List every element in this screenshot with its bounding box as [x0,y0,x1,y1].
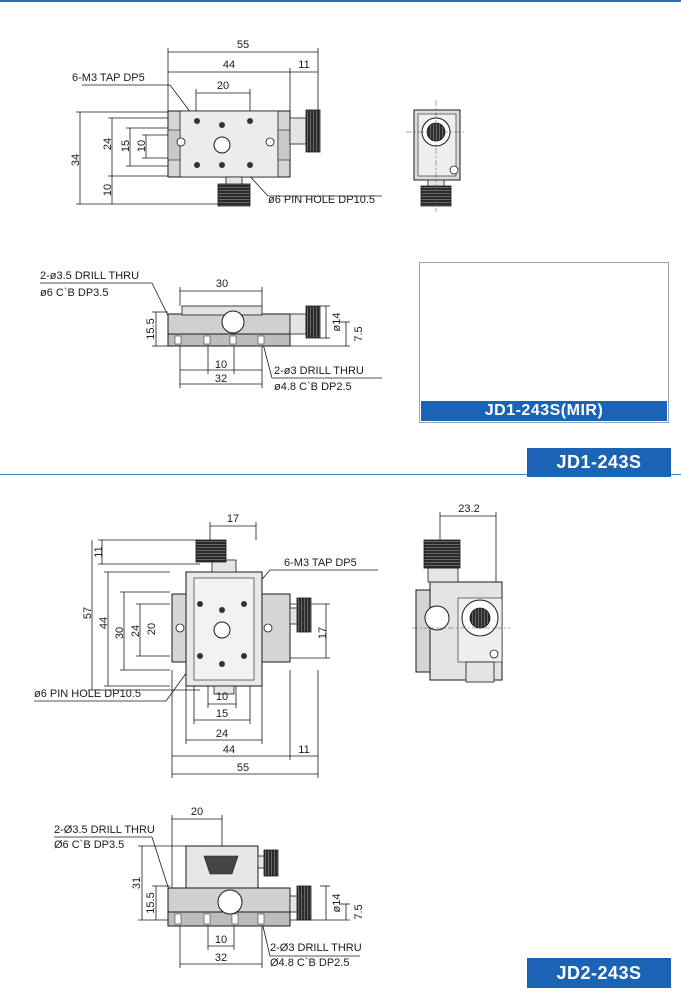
dim-24h: 24 [216,728,228,740]
dim-44v: 44 [98,617,110,629]
jd1-front-labels: 30 2-ø3.5 DRILL THRU ø6 C`B DP3.5 15.5 ø… [40,270,365,393]
jd1-model-label: JD1-243S [556,452,642,472]
dim-30: 30 [216,278,228,290]
dim-20: 20 [146,623,158,635]
dim-44: 44 [223,59,235,71]
dim-15-5: 15.5 [145,892,157,913]
jd1-top-labels: 55 44 11 20 6-M3 TAP DP5 ø6 PIN HOLE DP1… [70,39,375,206]
drill-note-3: 2-Ø3 DRILL THRU [270,942,362,954]
dim-34: 34 [70,154,82,166]
tap-note: 6-M3 TAP DP5 [284,557,357,569]
dim-7-5: 7.5 [353,326,365,341]
drill-note-2: ø6 C`B DP3.5 [40,287,108,299]
mir-model-label: JD1-243S(MIR) [484,402,604,419]
drill-note-1: 2-ø3.5 DRILL THRU [40,270,139,282]
jd1-model-badge: JD1-243S [527,448,671,477]
dim-23-2: 23.2 [458,503,479,515]
dim-11h: 11 [298,744,309,756]
jd1-side-view [406,100,466,212]
dim-7-5: 7.5 [353,904,365,919]
dim-10b: 10 [102,184,114,196]
dim-14: ø14 [331,894,343,913]
dim-32: 32 [215,373,227,385]
jd2-model-badge: JD2-243S [527,958,671,988]
dim-30: 30 [114,627,126,639]
jd2-front-body [167,845,312,927]
dim-55: 55 [237,39,249,51]
dim-55: 55 [237,762,249,774]
dim-44h: 44 [223,744,235,756]
jd2-side-view: 23.2 [412,503,510,683]
dim-10: 10 [215,934,227,946]
pin-note: ø6 PIN HOLE DP10.5 [34,688,141,700]
dim-10a: 10 [136,140,148,152]
drill-note-4: ø4.8 C`B DP2.5 [274,381,352,393]
drill-note-3: 2-ø3 DRILL THRU [274,365,364,377]
jd2-front-labels: 20 2-Ø3.5 DRILL THRU Ø6 C`B DP3.5 31 15.… [54,806,365,969]
tap-note: 6-M3 TAP DP5 [72,72,145,84]
jd2-top-labels: 17 11 57 44 30 24 20 17 6-M3 TAP DP5 ø6 … [34,513,357,774]
dim-10: 10 [215,359,227,371]
dim-24: 24 [102,138,114,150]
jd2-top-body [171,539,312,695]
top-rule [0,0,681,2]
drill-note-4: Ø4.8 C`B DP2.5 [270,957,349,969]
jd1-front-body [167,305,321,347]
dim-31: 31 [131,877,143,889]
dim-17-right: 17 [317,627,329,639]
dim-11: 11 [93,546,105,557]
dim-24: 24 [130,625,142,637]
drill-note-1: 2-Ø3.5 DRILL THRU [54,824,155,836]
jd2-front-view [54,815,360,968]
pin-note: ø6 PIN HOLE DP10.5 [268,194,375,206]
dim-14: ø14 [331,313,343,332]
jd1-top-body [167,109,321,207]
section-divider [0,474,681,475]
drill-note-2: Ø6 C`B DP3.5 [54,839,124,851]
dim-15-5: 15.5 [145,318,157,339]
mir-variant-panel [419,262,669,423]
dim-57: 57 [82,607,94,619]
jd2-model-label: JD2-243S [556,962,642,983]
mir-model-badge: JD1-243S(MIR) [421,401,667,421]
dim-10: 10 [216,691,228,703]
dim-20: 20 [191,806,203,818]
dim-15: 15 [216,708,228,720]
dim-20: 20 [217,80,229,92]
dim-11: 11 [298,59,309,71]
dim-32: 32 [215,952,227,964]
dim-15: 15 [120,140,132,152]
dim-17-top: 17 [227,513,239,525]
